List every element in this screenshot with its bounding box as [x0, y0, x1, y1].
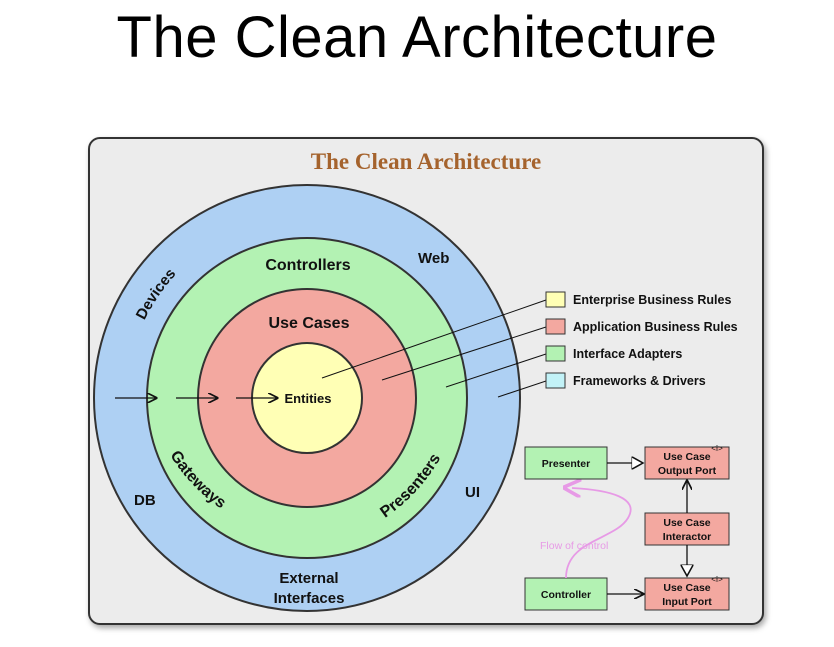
legend-pointer-line [321, 299, 547, 379]
input-port-label-2: Input Port [662, 596, 712, 608]
db-label: DB [134, 492, 156, 509]
output-port-interface-marker: <I> [711, 444, 723, 453]
output-port-label-2: Output Port [658, 465, 717, 477]
output-port-label-1: Use Case [663, 451, 710, 463]
interfaces-label: Interfaces [274, 590, 345, 607]
slide-title: The Clean Architecture [116, 5, 718, 70]
external-label: External [279, 570, 338, 587]
input-port-box [644, 577, 730, 611]
diagram-title: The Clean Architecture [311, 149, 541, 174]
legend-label-enterprise: Enterprise Business Rules [573, 293, 731, 307]
interactor-label-1: Use Case [663, 517, 710, 529]
legend-swatch-application [545, 318, 566, 335]
web-label: Web [418, 250, 449, 267]
use-cases-label: Use Cases [269, 315, 350, 332]
legend-label-application: Application Business Rules [573, 320, 738, 334]
output-port-box [644, 446, 730, 480]
legend-swatch-adapters [545, 345, 566, 362]
legend-pointer-line [445, 353, 547, 388]
legend-label-frameworks: Frameworks & Drivers [573, 374, 706, 388]
legend-pointer-line [497, 380, 547, 398]
entities-label: Entities [285, 391, 332, 406]
controllers-label: Controllers [265, 257, 350, 274]
legend-label-adapters: Interface Adapters [573, 347, 682, 361]
input-port-interface-marker: <I> [711, 575, 723, 584]
legend-swatch-enterprise [545, 291, 566, 308]
interactor-box [644, 512, 730, 546]
controller-box-label: Controller [541, 589, 591, 601]
interactor-label-2: Interactor [663, 531, 711, 543]
presenter-box-label: Presenter [542, 458, 590, 470]
legend-pointer-line [381, 326, 547, 381]
flow-of-control-curve [566, 488, 632, 579]
ui-label: UI [465, 484, 480, 501]
flow-of-control-label: Flow of control [540, 540, 608, 552]
flow-diagram: Presenter Use Case Output Port <I> Use C… [524, 444, 730, 611]
legend-swatch-frameworks [545, 372, 566, 389]
legend: Enterprise Business Rules Application Bu… [545, 291, 738, 389]
input-port-label-1: Use Case [663, 582, 710, 594]
